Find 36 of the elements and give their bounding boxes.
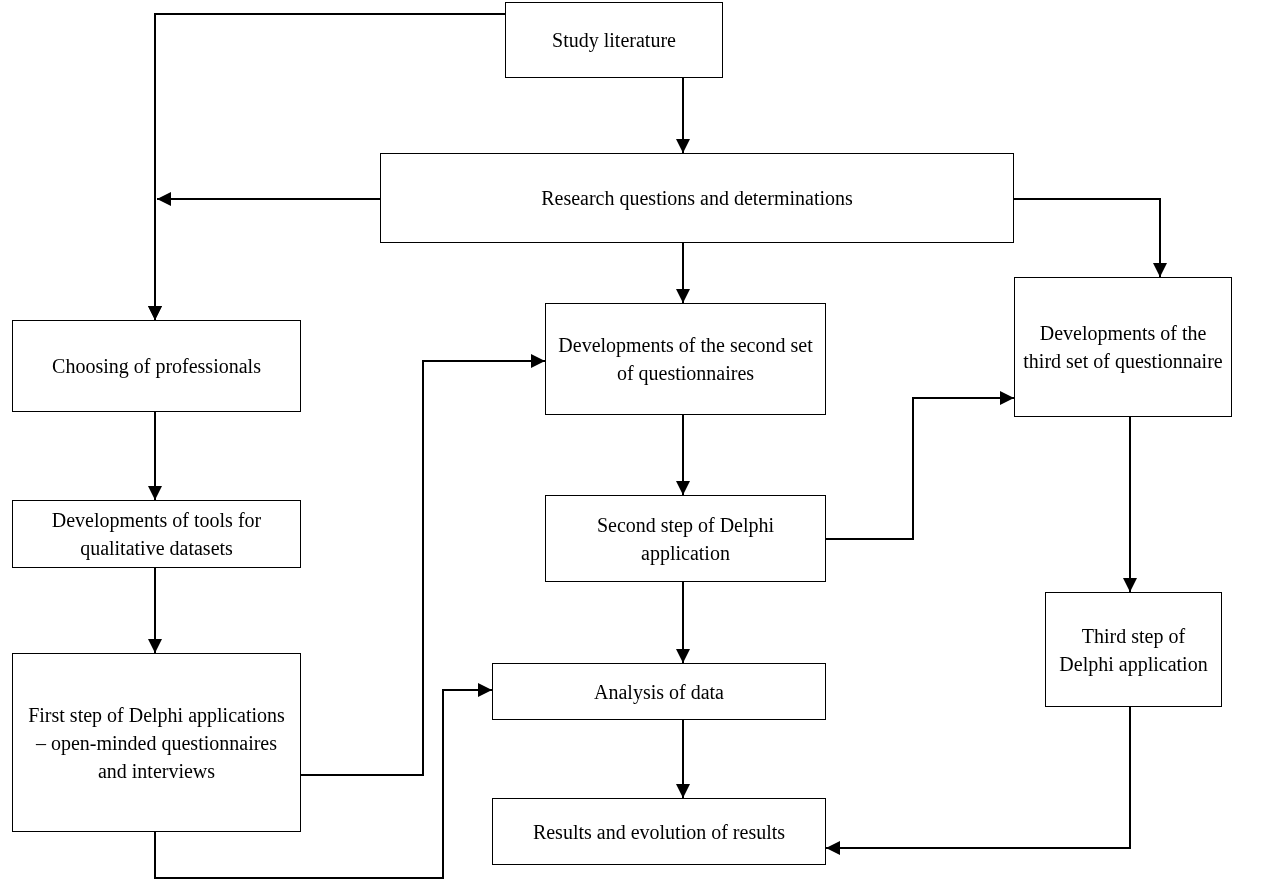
process-box (380, 153, 1014, 243)
arrow (825, 706, 1131, 855)
box-label: Analysis of data (594, 679, 724, 706)
box-label: Developments of the third set of questionnaire (1023, 321, 1223, 375)
arrow (1013, 198, 1167, 278)
arrow (676, 581, 690, 664)
box-label: Results and evolution of results (532, 819, 786, 845)
box-label: Developments of tools for qualitative datasets (50, 508, 263, 562)
box-label: Study literature (552, 28, 676, 54)
box-label: Developments of the second set of questionnaires (557, 333, 814, 387)
box-label: First step of Delphi applications – open-minded questionnaires and interviews (27, 702, 286, 784)
process-box (545, 495, 826, 582)
arrow (300, 354, 546, 776)
process-box (545, 303, 826, 415)
process-box (505, 2, 723, 78)
process-box (1045, 592, 1222, 707)
arrow (148, 567, 162, 654)
process-box (1014, 277, 1232, 417)
process-box (492, 663, 826, 720)
box-label: Choosing of professionals (52, 354, 261, 380)
process-box (12, 500, 301, 568)
box-label: Second step of Delphi application (595, 512, 776, 567)
process-box (12, 320, 301, 412)
arrow (676, 414, 690, 496)
arrow (676, 242, 690, 304)
arrow (148, 411, 162, 501)
process-box (12, 653, 301, 832)
arrow (148, 192, 381, 321)
box-label: Third step of Delphi application (1058, 623, 1209, 678)
arrow (154, 683, 493, 879)
process-box (492, 798, 826, 865)
arrow (825, 391, 1015, 540)
arrow (676, 77, 690, 154)
arrow (1123, 416, 1137, 593)
box-label: Research questions and determinations (541, 186, 853, 212)
arrow (676, 719, 690, 799)
